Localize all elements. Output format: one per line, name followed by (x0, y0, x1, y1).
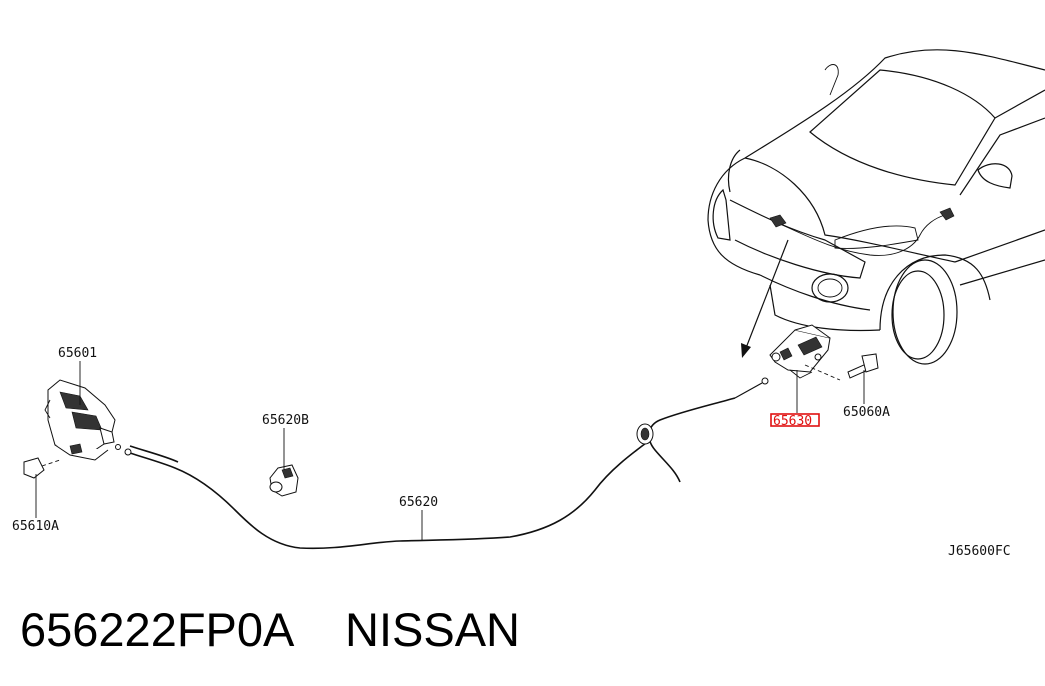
cable-grommet (636, 423, 654, 445)
label-65630: 65630 (773, 414, 812, 429)
cable-clip-65620B (269, 464, 299, 497)
label-65620: 65620 (399, 495, 438, 510)
footer: 656222FP0A NISSAN (20, 603, 520, 656)
location-arrow (741, 239, 789, 358)
bolt-65060A (804, 353, 879, 381)
hood-release-cable-65620 (115, 397, 736, 550)
brand-name: NISSAN (345, 603, 520, 656)
diagram-code: J65600FC (948, 544, 1011, 559)
leader-lines (35, 361, 865, 540)
bolt-65610A (23, 457, 61, 479)
label-65601: 65601 (58, 346, 97, 361)
part-labels: 65601 65620B 65620 65610A 65630 65060A J… (12, 346, 1011, 559)
hood-lock-part-65630 (769, 324, 831, 379)
label-65060A: 65060A (843, 405, 890, 420)
part-number: 656222FP0A (20, 603, 295, 656)
release-handle-part-65601 (44, 379, 116, 461)
vehicle-front-illustration (707, 49, 1045, 365)
label-65620B: 65620B (262, 413, 309, 428)
cable-end-fitting (734, 377, 769, 399)
highlight-box (770, 413, 820, 427)
label-65610A: 65610A (12, 519, 59, 534)
